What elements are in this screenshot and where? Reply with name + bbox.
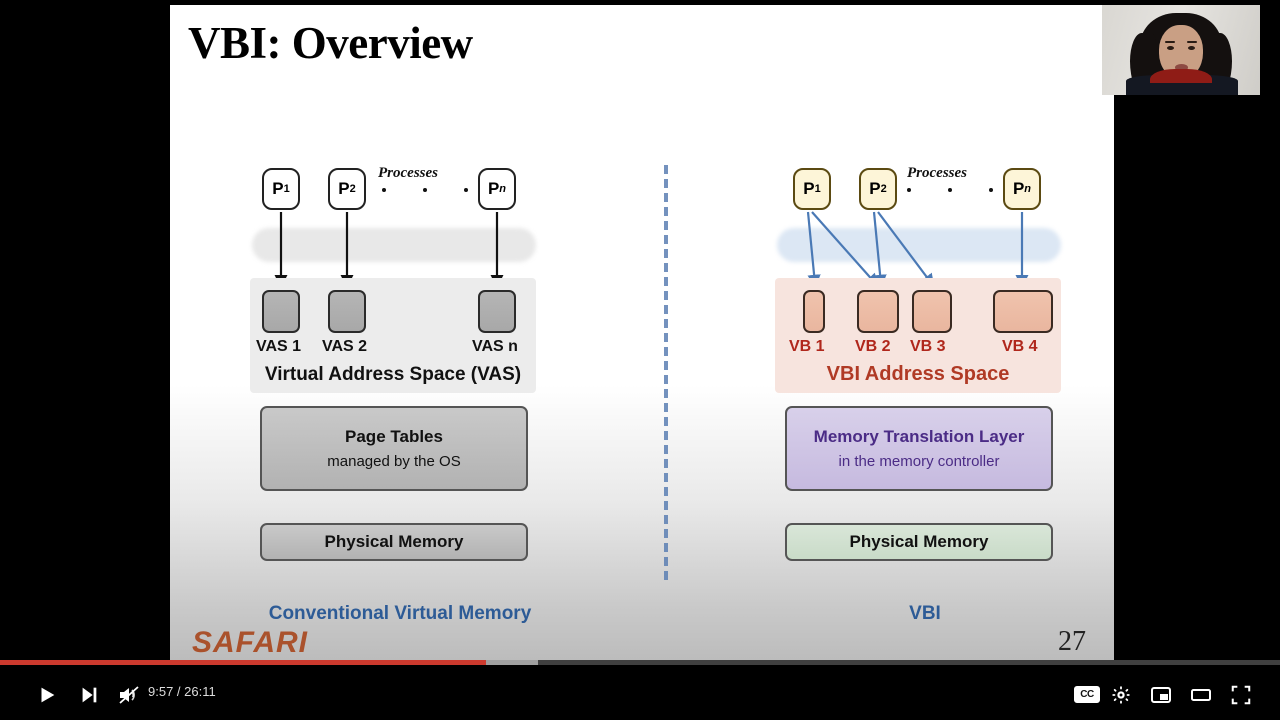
vb-block-3 [912,290,952,333]
memory-translation-layer-subtitle: in the memory controller [838,453,1000,470]
process-label: P [272,179,284,198]
process-subscript: 2 [880,183,887,195]
time-display: 9:57 / 26:11 [148,684,216,699]
vb-block-2-label: VB 2 [855,338,891,355]
settings-gear-icon[interactable] [1098,672,1144,718]
vas-block-1 [262,290,300,333]
right-panel-caption: VBI [909,603,941,624]
process-label: P [869,179,881,198]
left-panel-caption: Conventional Virtual Memory [268,603,532,624]
progress-track [0,660,1280,665]
controls-row: 9:57 / 26:11 CC [0,672,1280,720]
webcam-mouth [1175,64,1188,71]
memory-translation-layer-title: Memory Translation Layer [813,427,1025,446]
process-label: P [803,179,815,198]
processes-ellipsis [907,188,993,192]
panel-divider [664,165,668,580]
virtual-address-space-title: Virtual Address Space (VAS) [264,364,522,385]
volume-muted-button[interactable] [106,672,152,718]
vas-block-2-label: VAS 2 [322,338,368,355]
physical-memory-title: Physical Memory [849,532,989,551]
progress-bar[interactable] [0,660,1280,665]
webcam-eye-left [1167,46,1174,50]
virtual-address-space-container: VAS 1 VAS 2 VAS n Virtual Address Space … [250,278,536,393]
process-label: P [487,179,500,198]
page-tables-title: Page Tables [345,427,443,446]
webcam-shoulders [1136,83,1228,95]
process-subscript: 1 [814,183,821,195]
vb-block-1 [803,290,825,333]
process-label: P [1012,179,1025,198]
vb-block-3-label: VB 3 [910,338,946,355]
vb-block-4-label: VB 4 [1002,338,1038,355]
page-tables-subtitle: managed by the OS [327,453,461,470]
process-subscript: n [499,183,507,195]
processes-ellipsis [382,188,468,192]
progress-played [0,660,487,665]
process-subscript: 2 [349,183,356,195]
video-player-controls: 9:57 / 26:11 CC [0,660,1280,720]
vas-block-1-label: VAS 1 [256,338,302,355]
left-blur-band [252,228,536,262]
processes-label: Processes [907,165,967,181]
physical-memory-title: Physical Memory [324,532,464,551]
memory-translation-layer-box: Memory Translation Layer in the memory c… [785,406,1053,491]
process-label: P [338,179,350,198]
webcam-brow-right [1187,41,1197,43]
vbi-address-space-container: VB 1 VB 2 VB 3 VB 4 VBI Address Space [775,278,1061,393]
vas-block-n [478,290,516,333]
right-blur-band [777,228,1061,262]
theater-mode-button[interactable] [1178,672,1224,718]
vas-block-2 [328,290,366,333]
captions-button[interactable]: CC [1074,686,1100,703]
vbi-address-space-title: VBI Address Space [826,363,1010,385]
process-subscript: 1 [283,183,290,195]
page-tables-box: Page Tables managed by the OS [260,406,528,491]
process-subscript: n [1024,183,1032,195]
physical-memory-box-left: Physical Memory [260,523,528,561]
webcam-brow-left [1165,41,1175,43]
next-video-button[interactable] [66,672,112,718]
safari-watermark: SAFARI [192,626,309,659]
miniplayer-button[interactable] [1138,672,1184,718]
webcam-overlay [1102,5,1260,95]
vb-block-1-label: VB 1 [789,338,825,355]
page-title: VBI: Overview [188,18,473,68]
fullscreen-button[interactable] [1218,672,1264,718]
play-button[interactable] [24,672,70,718]
vb-block-4 [993,290,1053,333]
physical-memory-box-right: Physical Memory [785,523,1053,561]
vb-block-2 [857,290,899,333]
slide-page-number: 27 [1058,626,1086,657]
processes-label: Processes [378,165,438,181]
vas-block-n-label: VAS n [472,338,518,355]
webcam-eye-right [1188,46,1195,50]
